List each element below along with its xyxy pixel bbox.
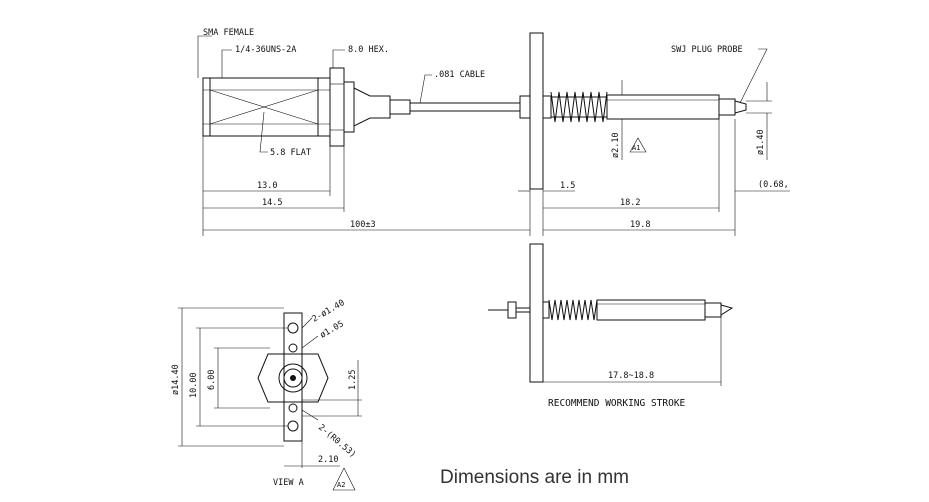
dim-14-5: 14.5 (262, 198, 282, 208)
label-hex: 8.0 HEX. (348, 45, 389, 55)
label-flat: 5.8 FLAT (270, 148, 311, 158)
dimensions-top: 13.0 14.5 100±3 1.5 18.2 19.8 (0.68, ø2.… (202, 80, 790, 236)
stroke-range: 17.8~18.8 (608, 371, 654, 381)
flag-a2: A2 (337, 481, 345, 489)
view-a-dim-6: 6.00 (207, 370, 217, 390)
callouts-top: SMA FEMALE 1/4-36UNS-2A 8.0 HEX. .081 CA… (197, 28, 768, 158)
stroke-note: RECOMMEND WORKING STROKE (548, 398, 686, 409)
label-sma-female: SMA FEMALE (203, 28, 254, 38)
label-probe: SWJ PLUG PROBE (671, 45, 743, 55)
dim-068: (0.68, (758, 180, 789, 190)
dim-1-5: 1.5 (560, 181, 575, 191)
hex-nut (329, 67, 411, 147)
working-stroke-view: 17.8~18.8 RECOMMEND WORKING STROKE (488, 243, 734, 409)
view-a-hole2: ø1.05 (319, 319, 346, 340)
view-a-dim-2-10: 2.10 (318, 455, 338, 465)
dim-18-2: 18.2 (620, 198, 640, 208)
dim-dia-2-10: ø2.10 (611, 132, 621, 158)
cable (410, 95, 531, 119)
caption-units: Dimensions are in mm (440, 467, 629, 488)
view-a-dia-14-40: ø14.40 (171, 364, 181, 395)
flag-a1: A1 (632, 144, 640, 152)
sma-connector-body (202, 77, 331, 137)
label-thread: 1/4-36UNS-2A (235, 45, 296, 55)
label-cable: .081 CABLE (434, 70, 485, 80)
dim-19-8: 19.8 (630, 220, 650, 230)
view-a-dim-1-25: 1.25 (348, 370, 358, 390)
view-a: 2-ø1.40 ø1.05 2-(R0.53) ø14.40 10.00 6.0… (171, 298, 362, 491)
dim-13: 13.0 (257, 181, 277, 191)
dim-dia-1-40: ø1.40 (756, 129, 766, 155)
view-a-dim-10: 10.00 (189, 372, 199, 398)
view-a-title: VIEW A (273, 478, 304, 488)
probe-barrel (606, 94, 747, 120)
mounting-flange (529, 32, 544, 190)
probe-spring (542, 91, 608, 123)
dim-100: 100±3 (350, 220, 376, 230)
